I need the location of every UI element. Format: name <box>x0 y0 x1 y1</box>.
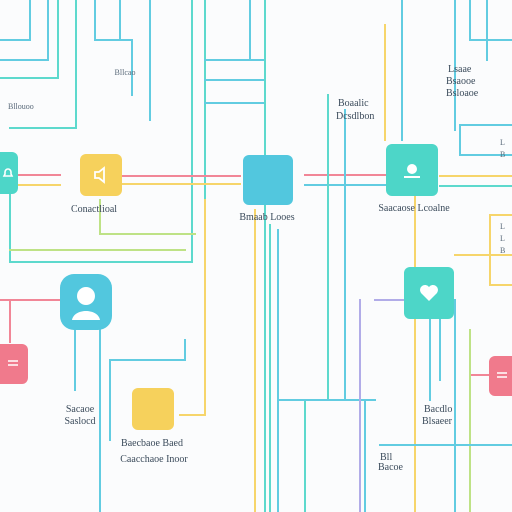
far-right-small-label-2: L <box>500 234 505 243</box>
mid-upper-label-2: Dcsdlbon <box>336 111 375 122</box>
pink-left-node[interactable] <box>0 344 28 384</box>
right-bottom-label-2: Blsaeer <box>422 416 452 427</box>
yellow-node-label: Conactlioal <box>70 204 118 215</box>
top-left-label: Bllouoo <box>8 102 34 111</box>
user-node[interactable] <box>60 274 112 330</box>
bell-icon <box>2 168 14 177</box>
bottom-right-small-label-2: Bacoe <box>378 462 403 473</box>
list-icon <box>497 372 507 378</box>
right-bottom-label-1: Bacdlo <box>424 404 453 415</box>
camera-node-label: Saacaose Lcoalne <box>378 203 450 214</box>
top-right-label-2: Bsaooe <box>446 76 476 87</box>
top-right-label-1: Lsaae <box>448 64 472 75</box>
top-center-label: Bllcao <box>114 68 136 77</box>
far-right-small-label-3: B <box>500 246 506 255</box>
center-node[interactable] <box>243 155 293 205</box>
left-bottom-label-2: Saslocd <box>64 416 96 427</box>
list-icon <box>8 360 18 366</box>
mid-upper-label-1: Boaalic <box>338 98 369 109</box>
right-edge-label-2: B <box>500 150 506 159</box>
pink-right-node[interactable] <box>489 356 512 396</box>
heart-node[interactable] <box>404 267 454 319</box>
camera-node[interactable] <box>386 144 438 196</box>
camera-icon <box>404 164 420 178</box>
yellow-bottom-node[interactable] <box>132 388 174 430</box>
right-edge-label-1: L <box>500 138 505 147</box>
heart-icon <box>420 285 438 301</box>
center-node-label: Bmaab Looes <box>239 212 295 223</box>
yellow-node[interactable] <box>80 154 122 196</box>
left-edge-node[interactable] <box>0 152 18 194</box>
speaker-icon <box>94 166 105 184</box>
user-icon <box>72 287 100 320</box>
bottom-right-small-label-1: Bll <box>380 452 393 463</box>
top-right-label-3: Bsloaoe <box>446 88 479 99</box>
bottom-mid-top-label: Baecbaoe Baed <box>121 438 183 449</box>
left-bottom-label-1: Sacaoe <box>65 404 95 415</box>
far-right-small-label-1: L <box>500 222 505 231</box>
yellow-bottom-node-label: Caacchaoe Inoor <box>120 454 188 465</box>
